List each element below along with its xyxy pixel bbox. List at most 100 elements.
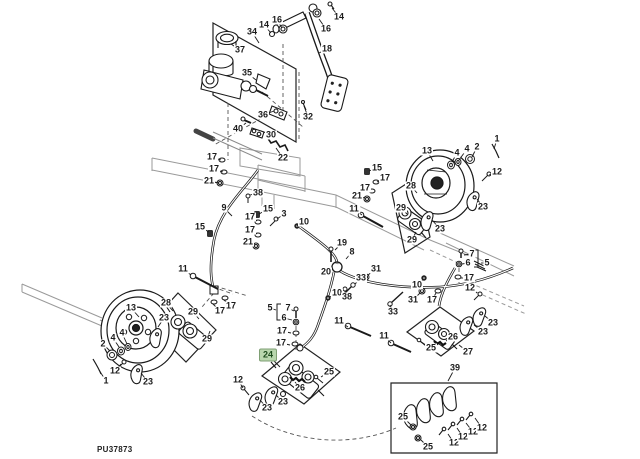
bracket-kit-39-contents <box>402 386 472 441</box>
callout-5[interactable]: 5 <box>266 302 274 313</box>
callout-7[interactable]: 7 <box>284 302 292 313</box>
callout-3[interactable]: 3 <box>280 208 288 219</box>
callout-29[interactable]: 29 <box>186 306 200 317</box>
callout-22[interactable]: 22 <box>276 152 290 163</box>
callout-29[interactable]: 29 <box>200 333 214 344</box>
callout-17[interactable]: 17 <box>274 337 288 348</box>
callout-19[interactable]: 19 <box>335 237 349 248</box>
callout-16[interactable]: 16 <box>319 23 333 34</box>
callout-17[interactable]: 17 <box>243 224 257 235</box>
callout-36[interactable]: 36 <box>256 109 270 120</box>
callout-4[interactable]: 4 <box>463 143 471 154</box>
callout-23[interactable]: 23 <box>476 326 490 337</box>
callout-12[interactable]: 12 <box>463 282 477 293</box>
callout-21[interactable]: 21 <box>241 236 255 247</box>
callout-10[interactable]: 10 <box>330 287 344 298</box>
callout-17[interactable]: 17 <box>358 182 372 193</box>
callout-12[interactable]: 12 <box>456 431 470 442</box>
callout-4[interactable]: 4 <box>118 327 126 338</box>
callout-15[interactable]: 15 <box>261 203 275 214</box>
callout-12[interactable]: 12 <box>231 374 245 385</box>
callout-34[interactable]: 34 <box>245 26 259 37</box>
callout-23[interactable]: 23 <box>141 376 155 387</box>
callout-11[interactable]: 11 <box>378 330 390 341</box>
callout-32[interactable]: 32 <box>301 111 315 122</box>
callout-7[interactable]: 7 <box>468 248 476 259</box>
callout-10[interactable]: 10 <box>297 216 311 227</box>
callout-12[interactable]: 12 <box>490 166 504 177</box>
callout-6[interactable]: 6 <box>280 312 288 323</box>
callout-38[interactable]: 38 <box>340 291 354 302</box>
callout-6[interactable]: 6 <box>464 257 472 268</box>
image-code: PU37873 <box>97 445 133 454</box>
callout-25[interactable]: 25 <box>424 342 438 353</box>
callout-8[interactable]: 8 <box>348 246 356 257</box>
callout-4[interactable]: 4 <box>109 332 117 343</box>
callout-39[interactable]: 39 <box>448 362 462 373</box>
callout-9[interactable]: 9 <box>220 202 228 213</box>
callout-29[interactable]: 29 <box>405 234 419 245</box>
callout-35[interactable]: 35 <box>240 67 254 78</box>
callout-17[interactable]: 17 <box>207 163 221 174</box>
callout-2[interactable]: 2 <box>473 141 481 152</box>
callout-23[interactable]: 23 <box>486 317 500 328</box>
callout-15[interactable]: 15 <box>370 162 384 173</box>
callout-12[interactable]: 12 <box>466 426 480 437</box>
callout-2[interactable]: 2 <box>99 338 107 349</box>
boot-35 <box>256 74 270 89</box>
callout-4[interactable]: 4 <box>453 147 461 158</box>
callout-5[interactable]: 5 <box>483 257 491 268</box>
callout-24[interactable]: 24 <box>258 348 278 362</box>
callout-1[interactable]: 1 <box>493 133 501 144</box>
callout-17[interactable]: 17 <box>213 305 227 316</box>
callout-21[interactable]: 21 <box>202 175 216 186</box>
callout-25[interactable]: 25 <box>421 441 435 452</box>
callout-14[interactable]: 14 <box>257 19 271 30</box>
callout-12[interactable]: 12 <box>108 365 122 376</box>
callout-33[interactable]: 33 <box>386 306 400 317</box>
callout-14[interactable]: 14 <box>332 11 346 22</box>
callout-15[interactable]: 15 <box>193 221 207 232</box>
callout-12[interactable]: 12 <box>447 437 461 448</box>
callout-30[interactable]: 30 <box>264 129 278 140</box>
callout-17[interactable]: 17 <box>224 300 238 311</box>
callout-26[interactable]: 26 <box>293 382 307 393</box>
callout-17[interactable]: 17 <box>425 294 439 305</box>
callout-40[interactable]: 40 <box>231 123 245 134</box>
callout-16[interactable]: 16 <box>270 14 284 25</box>
callout-31[interactable]: 31 <box>406 294 420 305</box>
callout-12[interactable]: 12 <box>475 422 489 433</box>
callout-28[interactable]: 28 <box>404 180 418 191</box>
callout-21[interactable]: 21 <box>350 190 364 201</box>
callout-1[interactable]: 1 <box>102 375 110 386</box>
callout-17[interactable]: 17 <box>378 172 392 183</box>
callout-17[interactable]: 17 <box>462 272 476 283</box>
callout-27[interactable]: 27 <box>461 346 475 357</box>
callout-11[interactable]: 11 <box>177 263 189 274</box>
callout-17[interactable]: 17 <box>243 211 257 222</box>
callout-23[interactable]: 23 <box>476 201 490 212</box>
callout-13[interactable]: 13 <box>420 145 434 156</box>
callout-11[interactable]: 11 <box>333 315 345 326</box>
callout-20[interactable]: 20 <box>319 266 333 277</box>
callout-23[interactable]: 23 <box>157 312 171 323</box>
callout-11[interactable]: 11 <box>348 203 360 214</box>
callout-28[interactable]: 28 <box>159 297 173 308</box>
callout-31[interactable]: 31 <box>369 263 383 274</box>
callout-38[interactable]: 38 <box>251 187 265 198</box>
group-box-24 <box>262 344 340 404</box>
callout-33[interactable]: 33 <box>354 272 368 283</box>
callout-26[interactable]: 26 <box>446 331 460 342</box>
callout-18[interactable]: 18 <box>320 43 334 54</box>
callout-23[interactable]: 23 <box>433 223 447 234</box>
callout-13[interactable]: 13 <box>124 302 138 313</box>
callout-37[interactable]: 37 <box>233 44 247 55</box>
callout-23[interactable]: 23 <box>276 396 290 407</box>
callout-17[interactable]: 17 <box>205 151 219 162</box>
callout-23[interactable]: 23 <box>260 402 274 413</box>
callout-17[interactable]: 17 <box>275 325 289 336</box>
callout-29[interactable]: 29 <box>394 202 408 213</box>
callout-10[interactable]: 10 <box>410 279 424 290</box>
callout-25[interactable]: 25 <box>396 411 410 422</box>
callout-25[interactable]: 25 <box>322 366 336 377</box>
